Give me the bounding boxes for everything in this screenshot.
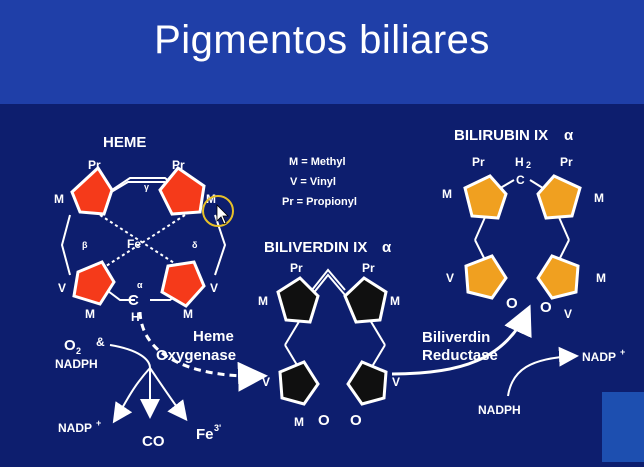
bilirubin-suffix: α [564,127,574,144]
corner-accent [602,392,644,462]
pyrrole-ring [158,165,206,216]
biliverdin-pr-2: Pr [362,261,375,275]
biliverdin-m-1: M [258,294,268,308]
biliverdin-v-2: V [392,375,400,389]
fe3-label: Fe [196,426,214,443]
nadp-out2-label: NADP [582,350,616,364]
legend-vinyl: V = Vinyl [290,176,336,188]
biliverdin-o-1: O [318,412,330,429]
alpha-label: α [137,280,143,290]
nadp-out-arrow [507,346,579,397]
biliverdin-m-3: M [294,415,304,429]
iron-label: Fe [127,237,141,251]
bridge-carbon-label: C [128,292,139,309]
heme-pr-1: Pr [88,158,101,172]
legend-methyl: M = Methyl [289,156,346,168]
o2-label: O [64,337,76,354]
o2-subscript: 2 [76,346,81,356]
reductase-arrow [391,304,532,376]
fe3-sup: 3' [214,423,221,433]
pyrrole-ring [346,360,388,406]
nadph-input-label: NADPH [55,357,98,371]
abbreviation-legend: M = Methyl V = Vinyl Pr = Propionyl [282,156,357,208]
bilirubin-pr-2: Pr [560,155,573,169]
pyrrole-ring [536,174,582,220]
pyrrole-ring [72,260,116,306]
bilirubin-m-1: M [442,187,452,201]
bilirubin-bridge-c: C [516,173,525,187]
heme-oxygenase-step: Heme Oxygenase O 2 & NADPH NADP + CO Fe … [55,311,268,450]
bilirubin-o-2: O [540,299,552,316]
dashed-arrow [138,311,268,392]
heme-structure: HEME Fe γ β δ α Pr Pr M M V V M M C H [54,134,234,324]
pyrrole-ring [464,254,508,300]
bilirubin-o-1: O [506,295,518,312]
pyrrole-ring [536,254,580,300]
nadph-in2-label: NADPH [478,403,521,417]
bilirubin-v-2: V [564,307,572,321]
delta-label: δ [192,240,198,250]
title-bar: Pigmentos biliares [0,0,644,104]
heme-m-3: M [85,307,95,321]
enzyme-reductase-line1: Biliverdin [422,329,490,346]
reaction-curve [109,344,151,369]
pyrrole-ring [276,276,320,324]
nadp-out-sup: + [96,418,101,428]
nadp-out-label: NADP [58,421,92,435]
biliverdin-o-2: O [350,412,362,429]
pyrrole-ring [278,360,320,406]
enzyme-heme-line2: Oxygenase [156,347,236,364]
beta-label: β [82,240,88,250]
nadp-out2-sup: + [620,347,625,357]
legend-propionyl: Pr = Propionyl [282,196,357,208]
heme-m-1: M [54,192,64,206]
biliverdin-reductase-step: Biliverdin Reductase NADP + NADPH [391,304,625,417]
biliverdin-label: BILIVERDIN IX [264,239,367,256]
co-label: CO [142,433,165,450]
heme-m-2: M [206,192,216,206]
pyrrole-ring [70,165,114,216]
biliverdin-v-1: V [262,375,270,389]
bilirubin-label: BILIRUBIN IX [454,127,548,144]
heme-pr-2: Pr [172,158,185,172]
nadp-arrow [112,367,151,424]
ampersand-label: & [96,335,105,349]
biliverdin-m-2: M [390,294,400,308]
heme-v-2: V [210,281,218,295]
bilirubin-bridge-h: H [515,155,524,169]
heme-v-1: V [58,281,66,295]
heme-m-4: M [183,307,193,321]
mouse-pointer-icon [216,204,229,225]
pathway-diagram: HEME Fe γ β δ α Pr Pr M M V V M M C H [54,127,625,450]
enzyme-heme-line1: Heme [193,328,234,345]
bilirubin-bridge-2: 2 [526,160,531,170]
pyrrole-ring [463,174,508,220]
bilirubin-v-1: V [446,271,454,285]
fe-arrow [149,367,188,422]
biliverdin-pr-1: Pr [290,261,303,275]
gamma-label: γ [144,182,149,192]
pyrrole-ring [160,260,206,308]
bilirubin-m-2: M [594,191,604,205]
bilirubin-structure: BILIRUBIN IX α H 2 C Pr Pr M M V M O O V [442,127,606,321]
bilirubin-pr-1: Pr [472,155,485,169]
heme-label: HEME [103,134,146,151]
bilirubin-m-3: M [596,271,606,285]
biliverdin-structure: BILIVERDIN IX α Pr Pr M M V V M O O [258,239,400,429]
cursor-highlight-ring [202,195,234,227]
pyrrole-ring [343,276,388,324]
page-title: Pigmentos biliares [154,18,490,62]
bridge-h-label: H [131,310,140,324]
slide-content: HEME Fe γ β δ α Pr Pr M M V V M M C H [0,104,644,462]
biliverdin-suffix: α [382,239,392,256]
